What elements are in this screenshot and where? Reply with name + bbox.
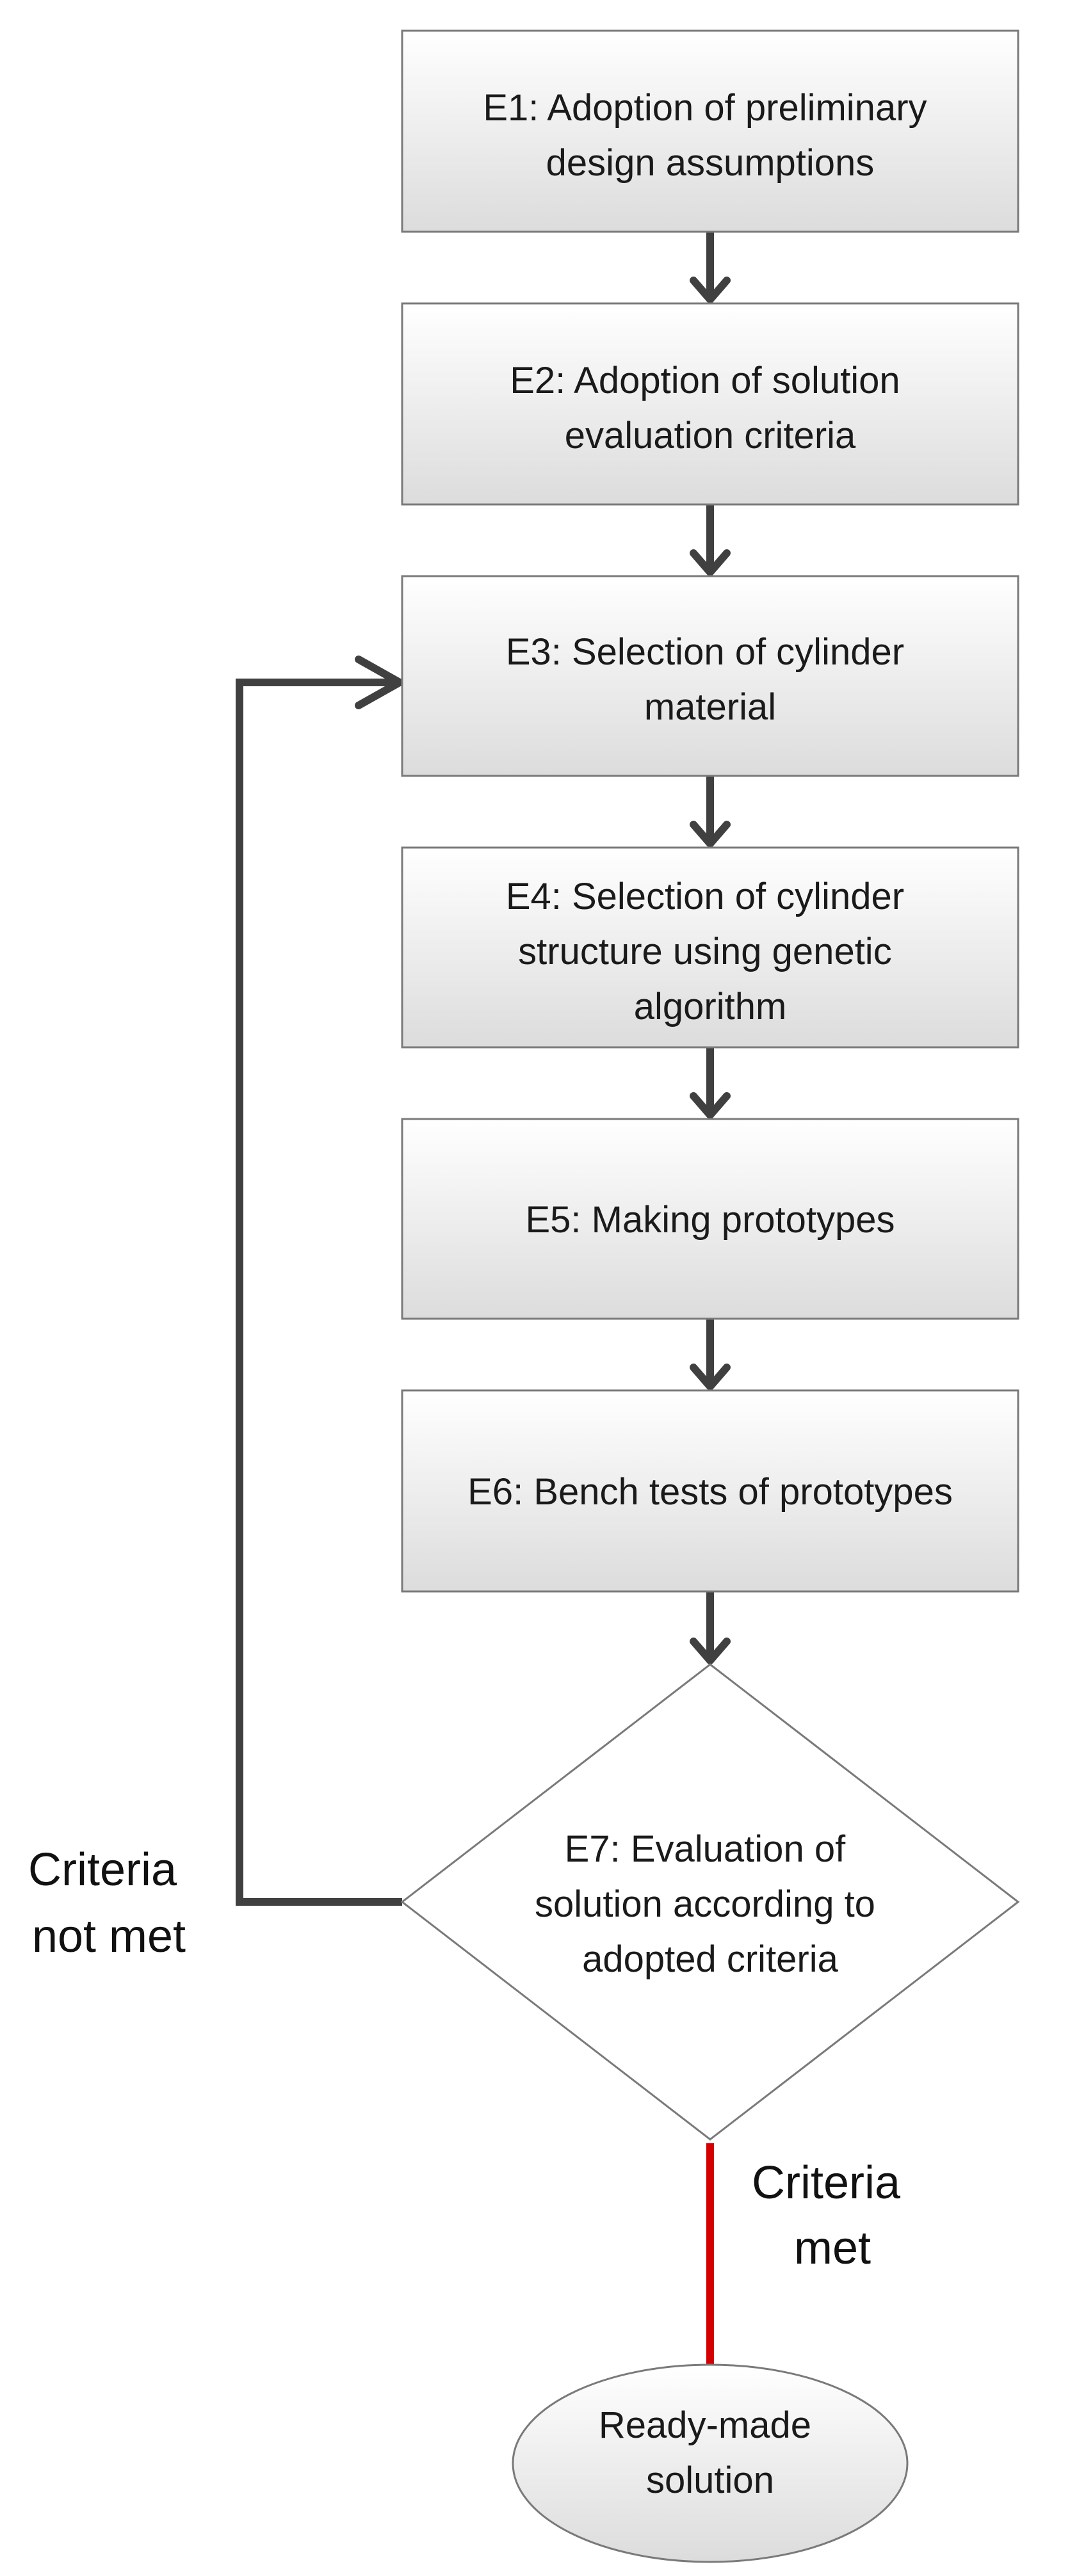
step-e6-box <box>401 1389 1019 1593</box>
step-e3-box <box>401 575 1019 777</box>
edge-label-met: Criteria met <box>752 2157 913 2274</box>
step-e3-label: E3: Selection of cylinder material <box>506 631 914 728</box>
criteria-met-connector <box>686 2143 734 2403</box>
loop-back-line <box>236 679 402 1906</box>
result-label: Ready-made solution <box>599 2404 822 2501</box>
arrowhead-e1-e2 <box>690 277 731 303</box>
loop-back-arrowhead <box>355 656 403 709</box>
step-e1-box <box>401 29 1019 233</box>
step-e4-label: E4: Selection of cylinder structure usin… <box>506 876 914 1027</box>
result-oval <box>512 2363 909 2563</box>
step-e5: E5: Making prototypes <box>401 1118 1019 1320</box>
step-e2-box <box>401 302 1019 506</box>
arrowhead-e3-e4 <box>690 821 731 848</box>
step-e2-label: E2: Adoption of solution evaluation crit… <box>510 360 911 456</box>
step-e5-label: E5: Making prototypes <box>525 1199 895 1241</box>
step-e6: E6: Bench tests of prototypes <box>401 1389 1019 1593</box>
arrowhead-e4-e5 <box>690 1092 731 1119</box>
step-connectors <box>690 232 731 1664</box>
decision-e7-label: E7: Evaluation of solution according to … <box>535 1828 886 1980</box>
step-e6-label: E6: Bench tests of prototypes <box>467 1471 953 1513</box>
step-e1-label: E1: Adoption of preliminary design assum… <box>483 87 937 184</box>
step-e5-box <box>401 1118 1019 1320</box>
label-criteria-not-met: Criteria not met <box>28 1844 190 1962</box>
arrowhead-e2-e3 <box>690 549 731 576</box>
step-e4-box <box>401 846 1019 1049</box>
decision-e7-diamond <box>400 1663 1020 2141</box>
step-e2: E2: Adoption of solution evaluation crit… <box>401 302 1019 506</box>
step-e1: E1: Adoption of preliminary design assum… <box>401 29 1019 233</box>
arrowhead-e6-e7 <box>690 1638 731 1664</box>
result-ready-made-solution: Ready-made solution <box>512 2363 909 2563</box>
decision-e7: E7: Evaluation of solution according to … <box>400 1663 1020 2141</box>
label-criteria-met: Criteria met <box>752 2157 913 2274</box>
loop-back-connector <box>236 656 403 1906</box>
edge-label-not-met: Criteria not met <box>28 1844 190 1962</box>
step-e3: E3: Selection of cylinder material <box>401 575 1019 777</box>
step-e4: E4: Selection of cylinder structure usin… <box>401 846 1019 1049</box>
arrowhead-e5-e6 <box>690 1364 731 1390</box>
